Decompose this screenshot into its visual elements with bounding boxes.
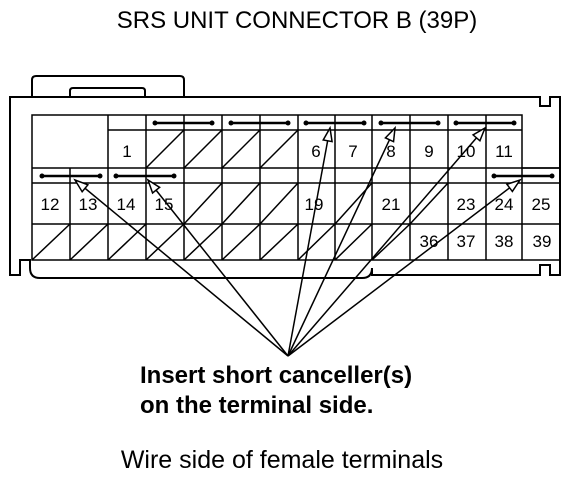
- arrowhead: [146, 178, 161, 195]
- arrowhead: [505, 178, 522, 193]
- terminal-12: 12: [41, 195, 60, 214]
- terminal-11: 11: [495, 142, 513, 161]
- canceller-24-25: [491, 173, 555, 179]
- terminal-7: 7: [348, 142, 357, 161]
- terminal-21: 21: [382, 195, 401, 214]
- terminal-9: 9: [424, 142, 433, 161]
- terminal-15: 15: [155, 195, 174, 214]
- leader-line: [147, 179, 289, 357]
- canceller-10-11: [453, 120, 517, 126]
- terminal-39: 39: [533, 232, 552, 251]
- terminal-8: 8: [386, 142, 395, 161]
- terminal-23: 23: [457, 195, 476, 214]
- canceller-12-13: [39, 173, 103, 179]
- terminal-19: 19: [305, 195, 324, 214]
- terminal-13: 13: [79, 195, 98, 214]
- instruction-line-1: Insert short canceller(s): [140, 362, 412, 389]
- view-caption: Wire side of female terminals: [121, 446, 443, 474]
- terminal-24: 24: [495, 195, 514, 214]
- canceller-8-9: [378, 120, 441, 126]
- short-cancellers: [39, 120, 555, 179]
- leader-line: [287, 127, 396, 357]
- instruction-line-2: on the terminal side.: [140, 392, 373, 419]
- leader-arrows: [73, 125, 522, 357]
- terminal-1: 1: [122, 142, 131, 161]
- arrowhead: [322, 125, 333, 143]
- canceller-4-5: [228, 120, 291, 126]
- terminal-25: 25: [532, 195, 551, 214]
- leader-line: [287, 127, 331, 357]
- leader-line: [74, 179, 289, 357]
- canceller-6-7: [303, 120, 367, 126]
- terminal-38: 38: [495, 232, 514, 251]
- diagram-title: SRS UNIT CONNECTOR B (39P): [117, 7, 478, 34]
- arrowhead: [471, 126, 487, 143]
- arrowhead: [384, 125, 396, 143]
- terminal-14: 14: [117, 195, 136, 214]
- leader-line: [287, 179, 521, 357]
- terminal-6: 6: [311, 142, 320, 161]
- terminal-37: 37: [457, 232, 476, 251]
- connector-housing: [9, 75, 561, 279]
- leader-line: [287, 127, 486, 357]
- canceller-2-3: [152, 120, 215, 126]
- arrowhead: [73, 178, 90, 194]
- canceller-14-15: [113, 173, 177, 179]
